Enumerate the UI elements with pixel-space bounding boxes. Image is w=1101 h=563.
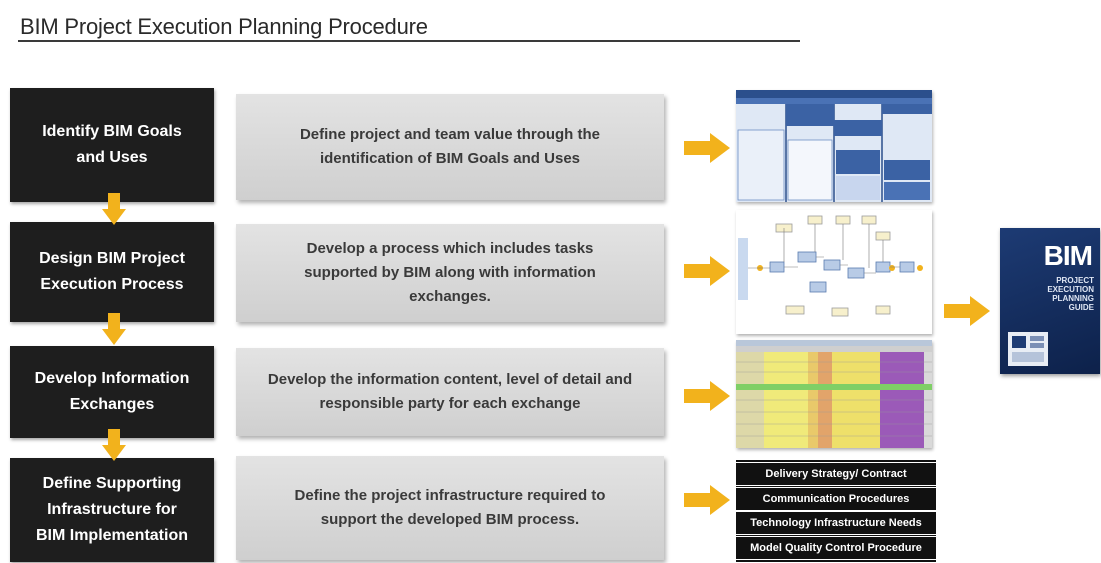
title-underline xyxy=(18,40,800,42)
down-arrow-icon xyxy=(102,429,126,461)
process-map-thumbnail xyxy=(736,210,932,334)
description-text: Define project and team value through th… xyxy=(299,126,601,167)
description-text: Develop a process which includes tasks s… xyxy=(304,240,596,305)
description-text: Define the project infrastructure requir… xyxy=(294,487,606,528)
bim-guide-cover: BIM PROJECT EXECUTION PLANNING GUIDE xyxy=(1000,228,1100,374)
description-box-goals: Define project and team value through th… xyxy=(236,94,664,200)
infrastructure-item: Communication Procedures xyxy=(736,486,936,511)
cover-logo-icon xyxy=(1008,332,1048,366)
right-arrow-icon xyxy=(944,296,990,326)
infrastructure-item: Technology Infrastructure Needs xyxy=(736,511,936,536)
step-label: Design BIM Project Execution Process xyxy=(39,250,185,293)
cover-subtitle: PROJECT EXECUTION PLANNING GUIDE xyxy=(1047,276,1094,312)
description-text: Develop the information content, level o… xyxy=(267,371,633,412)
step-box-infrastructure: Define Supporting Infrastructure for BIM… xyxy=(10,458,214,562)
step-box-process: Design BIM Project Execution Process xyxy=(10,222,214,322)
step-label: Define Supporting Infrastructure for BIM… xyxy=(35,475,188,544)
description-box-infrastructure: Define the project infrastructure requir… xyxy=(236,456,664,560)
step-label: Identify BIM Goals and Uses xyxy=(42,123,182,166)
page-title: BIM Project Execution Planning Procedure xyxy=(20,14,428,39)
description-box-process: Develop a process which includes tasks s… xyxy=(236,224,664,322)
step-box-exchanges: Develop Information Exchanges xyxy=(10,346,214,438)
information-exchange-spreadsheet-thumbnail xyxy=(736,340,932,448)
infrastructure-item: Delivery Strategy/ Contract xyxy=(736,462,936,486)
right-arrow-icon xyxy=(684,133,730,163)
step-box-goals: Identify BIM Goals and Uses xyxy=(10,88,214,202)
down-arrow-icon xyxy=(102,313,126,345)
cover-title: BIM xyxy=(1043,240,1093,271)
right-arrow-icon xyxy=(684,381,730,411)
step-label: Develop Information Exchanges xyxy=(34,370,190,413)
bim-uses-worksheet-thumbnail xyxy=(736,90,932,202)
right-arrow-icon xyxy=(684,256,730,286)
right-arrow-icon xyxy=(684,485,730,515)
infrastructure-item: Model Quality Control Procedure xyxy=(736,535,936,560)
infrastructure-list: Delivery Strategy/ Contract Communicatio… xyxy=(736,460,936,562)
description-box-exchanges: Develop the information content, level o… xyxy=(236,348,664,436)
down-arrow-icon xyxy=(102,193,126,225)
